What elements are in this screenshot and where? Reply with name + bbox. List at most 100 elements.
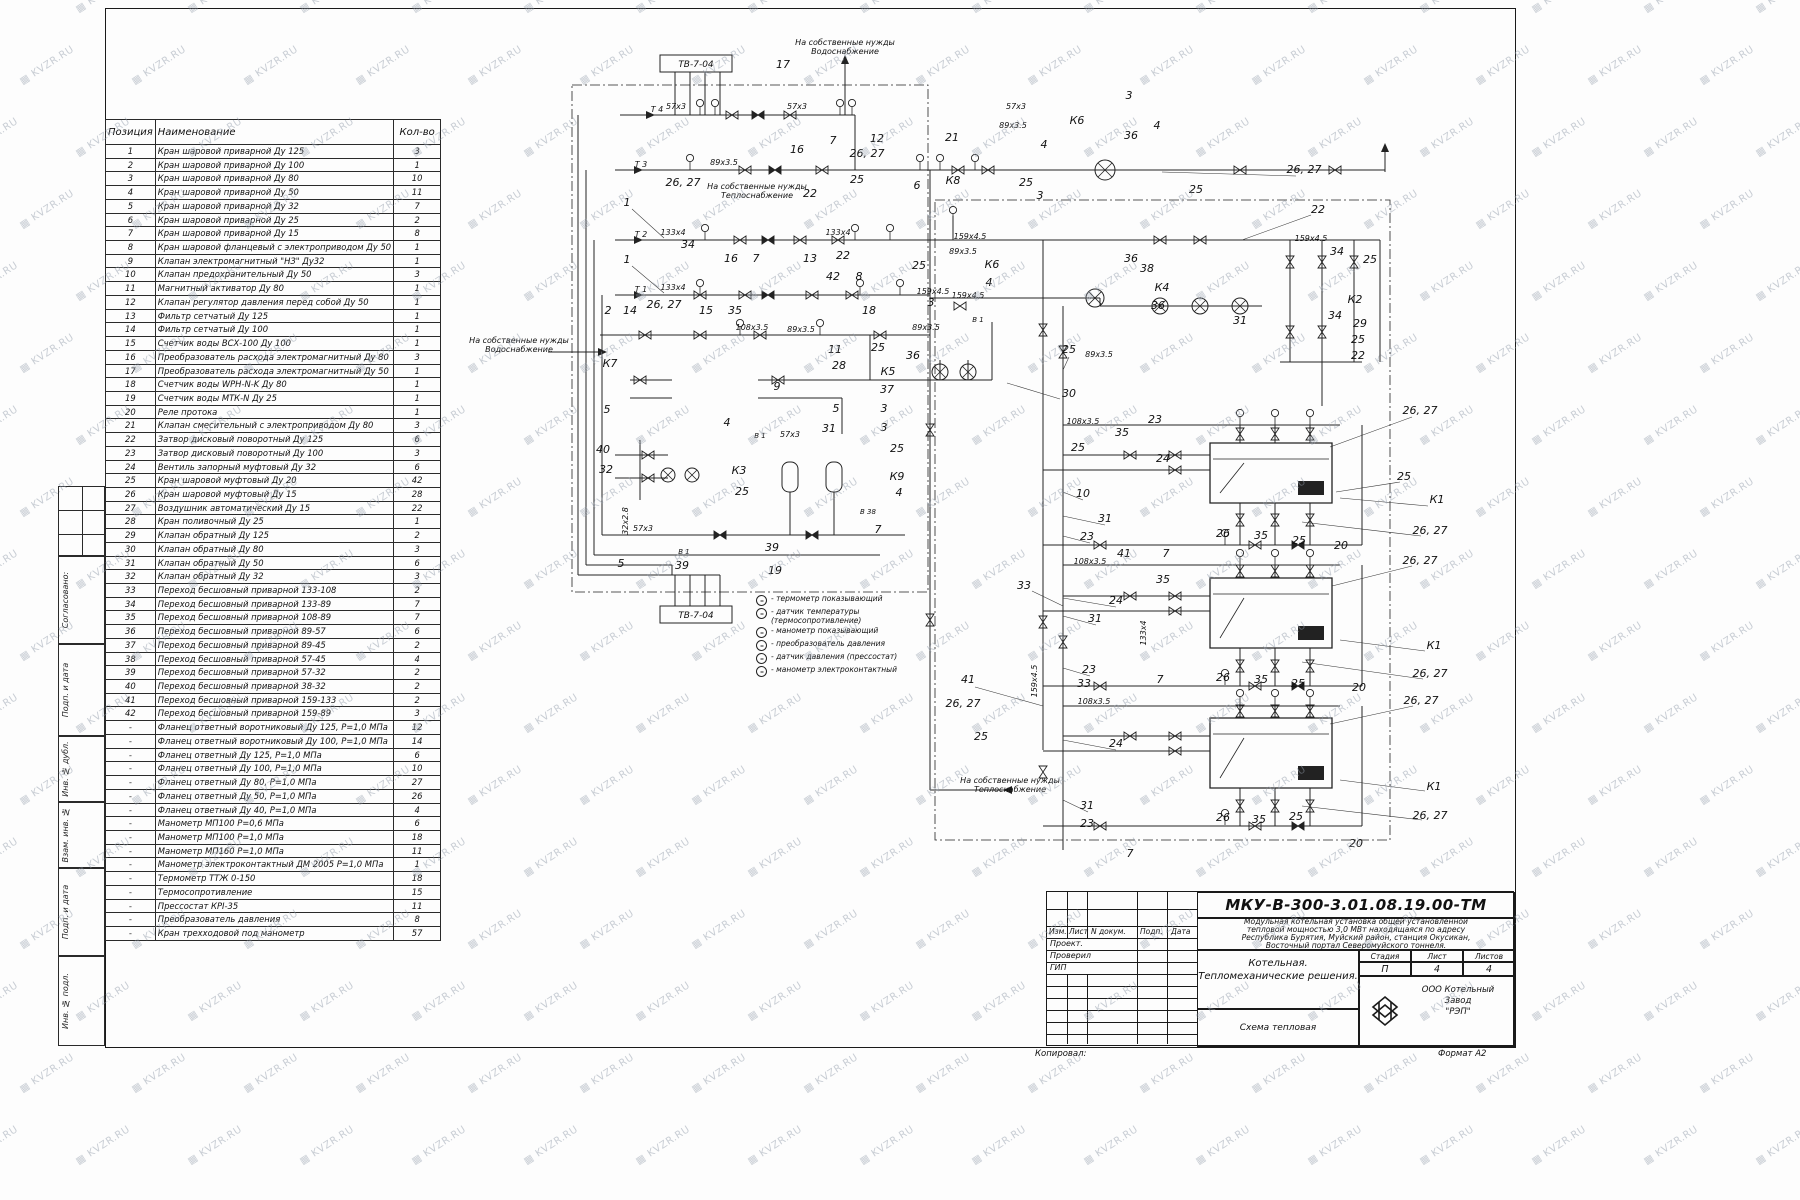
diagram-label: 34 — [1328, 309, 1342, 322]
diagram-label: 35 — [1252, 813, 1266, 826]
diagram-label: Теплоснабжение — [974, 785, 1046, 794]
diagram-label: Теплоснабжение — [721, 191, 793, 200]
diagram-label: 12 — [870, 132, 884, 145]
diagram-label: К2 — [1348, 293, 1363, 306]
diagram-label: 23 — [1148, 413, 1162, 426]
spec-position: 42 — [105, 706, 156, 722]
diagram-label: 36 — [1124, 252, 1138, 265]
diagram-label: 35 — [728, 304, 742, 317]
spec-position: - — [105, 884, 156, 900]
spec-name: Клапан обратный Ду 125 — [154, 528, 395, 543]
spec-position: - — [105, 843, 156, 859]
rev-col-list: Лист — [1069, 927, 1089, 936]
spec-position: 7 — [105, 226, 156, 242]
rev-col-izm: Изм. — [1049, 927, 1067, 936]
legend-label: - манометр показывающий — [771, 626, 879, 635]
diagram-label: 22 — [1351, 349, 1365, 362]
diagram-label: 37 — [880, 383, 894, 396]
sheets-value: 4 — [1463, 962, 1515, 976]
sheet-value: 4 — [1411, 962, 1463, 976]
spec-qty: 2 — [393, 679, 442, 694]
spec-qty: 2 — [393, 637, 442, 653]
spec-qty: 1 — [393, 336, 442, 351]
diagram-label: 39 — [765, 541, 779, 554]
diagram-label: 4 — [896, 486, 903, 499]
diagram-label: 4 — [1041, 138, 1048, 151]
diagram-label: 26, 27 — [1413, 524, 1448, 537]
spec-position: - — [105, 733, 156, 749]
electrocontact-gauge-icon — [756, 666, 767, 677]
spec-qty: 6 — [393, 816, 442, 831]
spec-qty: 11 — [393, 898, 442, 914]
spec-position: 4 — [105, 185, 156, 200]
spec-qty: 2 — [393, 665, 442, 681]
diagram-label: Т 2 — [635, 230, 648, 239]
diagram-label: 26, 27 — [1403, 554, 1438, 567]
spec-header-name: Наименование — [154, 119, 395, 145]
diagram-label: 26, 27 — [850, 147, 885, 160]
diagram-label: ТВ-7-04 — [678, 611, 714, 621]
spec-position: - — [105, 747, 156, 763]
spec-name: Кран шаровой приварной Ду 15 — [154, 226, 395, 242]
rev-col-date: Дата — [1171, 927, 1191, 936]
diagram-label: 7 — [1163, 547, 1170, 560]
spec-position: 36 — [105, 624, 156, 639]
project-description: Модульная котельная установка общей уста… — [1197, 918, 1515, 950]
spec-qty: 18 — [393, 829, 442, 845]
diagram-label: 25 — [1351, 333, 1365, 346]
spec-name: Переход бесшовный приварной 89-57 — [154, 624, 395, 639]
diagram-label: 31 — [1080, 799, 1094, 812]
spec-qty: 1 — [393, 404, 442, 420]
spec-name: Манометр МП100 Р=1,0 МПа — [154, 829, 395, 845]
spec-qty: 3 — [393, 706, 442, 722]
legend-item: - манометр электроконтактный — [756, 665, 908, 677]
diagram-label: 26, 27 — [666, 176, 701, 189]
spec-qty: 4 — [393, 651, 442, 667]
diagram-label: 26, 27 — [1287, 163, 1322, 176]
spec-name: Переход бесшовный приварной 89-45 — [154, 637, 395, 653]
diagram-label: 41 — [961, 673, 975, 686]
rev-col-ndoc: N докум. — [1091, 927, 1126, 936]
diagram-label: 108x3.5 — [1067, 417, 1100, 426]
spec-header-row: Позиция Наименование Кол-во — [105, 119, 442, 145]
legend-item: - манометр показывающий — [756, 626, 908, 638]
diagram-label: 24 — [1109, 737, 1123, 750]
diagram-label: 7 — [875, 523, 882, 536]
diagram-label: 133x4 — [660, 228, 685, 237]
diagram-label: 5 — [618, 557, 625, 570]
spec-position: - — [105, 761, 156, 777]
diagram-label: 33 — [1017, 579, 1031, 592]
spec-name: Кран шаровой приварной Ду 125 — [154, 144, 395, 159]
diagram-label: 16 — [790, 143, 804, 156]
diagram-label: 89x3.5 — [912, 323, 940, 332]
diagram-label: 26, 27 — [946, 697, 981, 710]
spec-position: 18 — [105, 377, 156, 392]
spec-name: Кран шаровой приварной Ду 25 — [154, 212, 395, 228]
spec-position: 8 — [105, 240, 156, 255]
spec-position: 34 — [105, 596, 156, 612]
diagram-label: 36 — [1124, 129, 1138, 142]
spec-qty: 3 — [393, 445, 442, 461]
spec-position: 3 — [105, 171, 156, 187]
diagram-label: 25 — [1062, 343, 1076, 356]
spec-name: Воздушник автоматический Ду 15 — [154, 500, 395, 516]
spec-name: Манометр МП160 Р=1,0 МПа — [154, 843, 395, 859]
diagram-label: 40 — [596, 443, 610, 456]
legend-item: - термометр показывающий — [756, 594, 908, 606]
diagram-label: 13 — [803, 252, 817, 265]
spec-qty: 15 — [393, 884, 442, 900]
spec-position: 28 — [105, 514, 156, 530]
diagram-label: 25 — [890, 442, 904, 455]
diagram-label: 26 — [1216, 527, 1230, 540]
spec-qty: 6 — [393, 555, 442, 571]
